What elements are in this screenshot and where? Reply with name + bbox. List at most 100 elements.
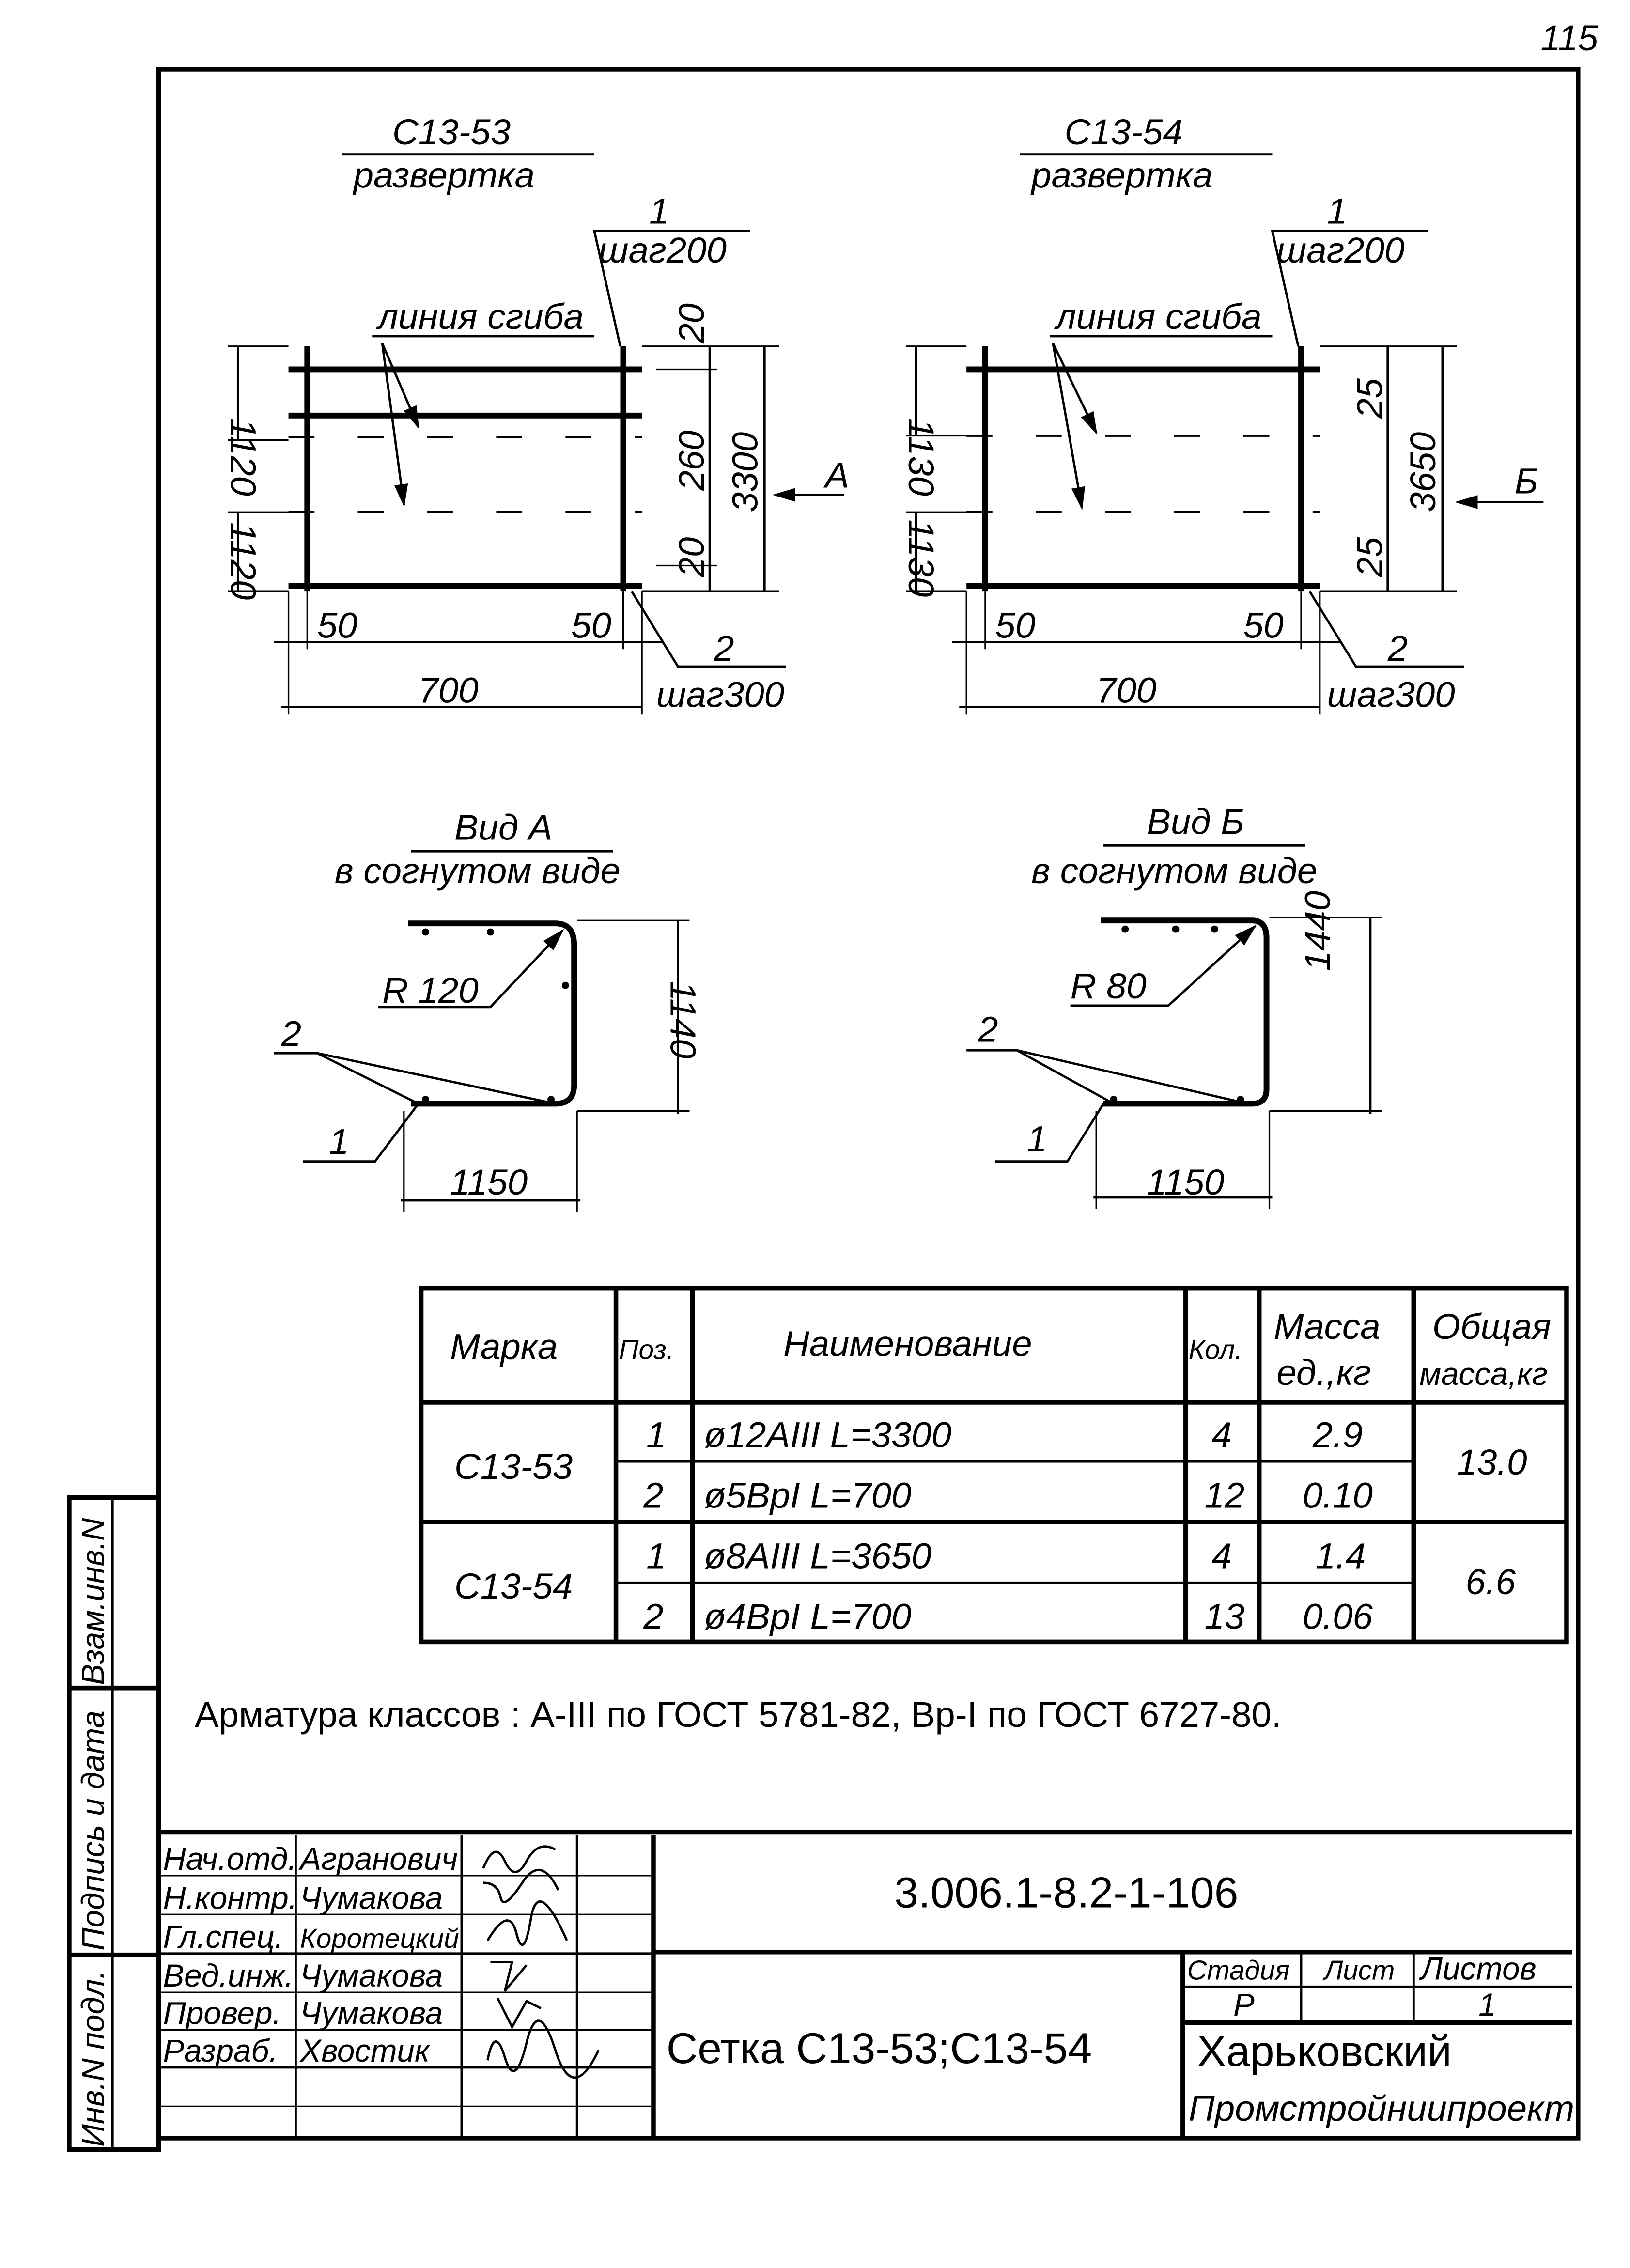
table-cell-qty: 13: [1205, 1597, 1245, 1637]
signer-role: Разраб.: [163, 2033, 278, 2068]
signer-name: Чумакова: [300, 1996, 443, 2031]
side-strip-original-inv: Инв.N подл.: [75, 1970, 110, 2147]
view-a-title: Вид А: [454, 807, 553, 847]
signer-name: Чумакова: [300, 1880, 443, 1915]
dim-right-bottom: 20: [671, 537, 712, 578]
signer-role: Провер.: [163, 1996, 281, 2031]
view-b-subtitle: в согнутом виде: [1031, 851, 1317, 891]
col-header-mass-2: ед.,кг: [1276, 1352, 1371, 1393]
signature: [482, 1845, 556, 1873]
col-header-mark: Марка: [450, 1327, 558, 1367]
stage-label: Стадия: [1187, 1955, 1290, 1985]
signer-role: Гл.спец.: [163, 1919, 284, 1955]
table-cell-name: ø5BpI L=700: [704, 1475, 911, 1515]
dim-bottom-left: 50: [995, 605, 1036, 645]
col-header-qty: Кол.: [1189, 1335, 1242, 1365]
leader-1-label: 1: [1327, 191, 1347, 232]
dim-bottom-right: 50: [1243, 605, 1284, 645]
dim-bottom-right: 50: [571, 605, 611, 645]
stage-value: Р: [1233, 1987, 1255, 2022]
signer-row: Разраб. Хвостик: [163, 2019, 600, 2079]
table-cell-qty: 12: [1205, 1475, 1245, 1515]
col-header-pos: Поз.: [619, 1335, 674, 1365]
view-a-height: 1140: [663, 981, 703, 1058]
table-cell-total: 13.0: [1457, 1442, 1527, 1482]
dim-total: 3650: [1403, 432, 1443, 513]
signer-name: Хвостик: [299, 2033, 431, 2068]
signature: [497, 1997, 542, 2030]
view-b-title: Вид Б: [1147, 801, 1244, 841]
table-cell-mass: 2.9: [1312, 1414, 1363, 1455]
col-header-mass-1: Масса: [1273, 1306, 1380, 1347]
right-drawing-title: С13-54: [1065, 112, 1183, 152]
view-b-width: 1150: [1147, 1162, 1224, 1202]
view-a-bent: Вид А в согнутом виде R 120 1140 1150 2 …: [274, 807, 703, 1212]
bend-line-label: линия сгиба: [1054, 296, 1262, 337]
dim-width: 700: [419, 670, 479, 710]
signer-row: Н.контр. Чумакова: [163, 1869, 559, 1915]
dim-right-mid: 260: [671, 430, 712, 491]
view-a-subtitle: в согнутом виде: [335, 851, 621, 891]
col-header-total-2: масса,кг: [1419, 1356, 1548, 1392]
dim-right-top: 20: [671, 303, 712, 344]
dim-left-bottom: 1130: [901, 519, 941, 597]
table-cell-mass: 0.10: [1303, 1475, 1373, 1515]
signer-role: Нач.отд.: [163, 1841, 297, 1877]
signer-role: Вед.инж.: [163, 1958, 294, 1993]
table-cell-name: ø12AIII L=3300: [704, 1414, 951, 1455]
view-b-height: 1440: [1298, 891, 1338, 971]
table-row: 1 ø12AIII L=3300 4 2.9: [646, 1414, 1363, 1455]
dim-left-bottom: 1120: [223, 522, 263, 600]
view-b-bent: Вид Б в согнутом виде R 80 1440 1150 2 1: [966, 801, 1382, 1209]
sheets-label: Листов: [1419, 1951, 1537, 1986]
left-unfold-drawing: С13-53 развертка 1 шаг200 линия сгиба 11…: [223, 112, 849, 715]
col-header-total-1: Общая: [1432, 1306, 1551, 1347]
organization-name-1: Харьковский: [1197, 2027, 1452, 2075]
table-cell-qty: 4: [1211, 1536, 1231, 1576]
organization-name-2: Промстройниипроект: [1189, 2088, 1574, 2128]
leader-2-label: 2: [714, 628, 734, 668]
sheets-value: 1: [1478, 1987, 1496, 2022]
signer-name: Коротецкий: [300, 1923, 459, 1954]
table-cell-mark: С13-53: [454, 1446, 573, 1487]
left-drawing-subtitle: развертка: [353, 155, 535, 195]
right-drawing-subtitle: развертка: [1030, 155, 1212, 195]
page-number: 115: [1540, 18, 1598, 58]
signer-row: Вед.инж. Чумакова: [163, 1958, 528, 1993]
view-a-label-1: 1: [329, 1122, 349, 1162]
signer-role: Н.контр.: [163, 1880, 297, 1915]
leader-2-step: шаг300: [656, 674, 784, 715]
table-cell-pos: 1: [646, 1536, 666, 1576]
leader-1-step: шаг200: [599, 230, 727, 270]
view-arrow-label: А: [823, 455, 849, 496]
reinforcement-note: Арматура классов : А-III по ГОСТ 5781-82…: [195, 1694, 1282, 1735]
title-block: Нач.отд. Агранович Н.контр. Чумакова Гл.…: [158, 1830, 1574, 2138]
leader-2-label: 2: [1387, 628, 1408, 668]
signature: [483, 1869, 559, 1903]
signer-name: Чумакова: [300, 1958, 443, 1993]
dim-right-bottom: 25: [1350, 537, 1390, 577]
table-cell-mass: 1.4: [1316, 1536, 1366, 1576]
left-drawing-title: С13-53: [392, 112, 511, 152]
signer-row: Нач.отд. Агранович: [163, 1841, 556, 1877]
dim-right-top: 25: [1350, 378, 1390, 419]
dim-left-top: 1120: [223, 419, 263, 496]
view-a-radius: R 120: [382, 970, 479, 1010]
signer-name: Агранович: [298, 1841, 458, 1877]
signer-row: Гл.спец. Коротецкий: [163, 1900, 568, 1955]
table-cell-pos: 1: [646, 1414, 666, 1455]
view-a-label-2: 2: [281, 1013, 301, 1054]
side-strip-signature-date: Подпись и дата: [75, 1710, 110, 1951]
table-cell-qty: 4: [1211, 1414, 1231, 1455]
dim-left-top: 1130: [901, 419, 941, 496]
view-a-width: 1150: [450, 1162, 528, 1202]
signature: [486, 1900, 568, 1946]
specification-table: Марка Поз. Наименование Кол. Масса ед.,к…: [419, 1286, 1569, 1645]
sheet-frame: [156, 67, 1581, 2141]
signature: [490, 1961, 528, 1992]
table-cell-total: 6.6: [1466, 1562, 1516, 1602]
side-strip-replaced-inv: Взам.инв.N: [75, 1518, 110, 1685]
table-cell-name: ø8AIII L=3650: [704, 1536, 931, 1576]
